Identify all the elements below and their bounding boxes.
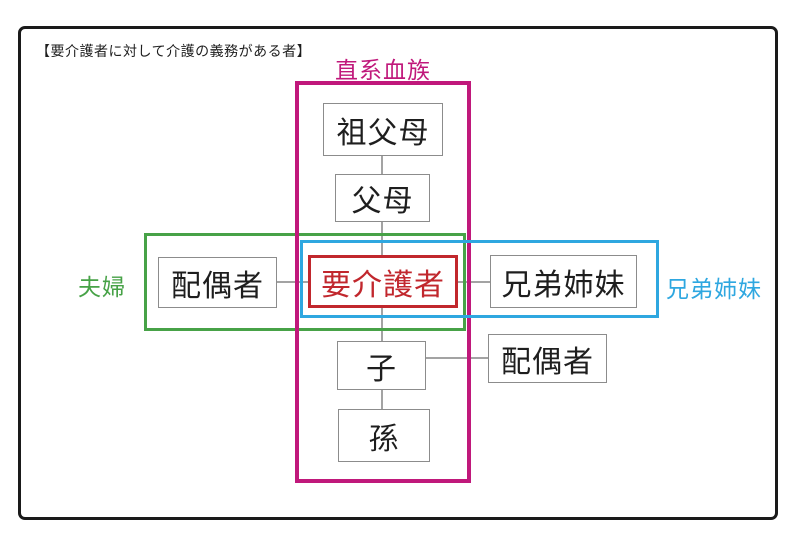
node-child-spouse: 配偶者 <box>488 334 607 383</box>
diagram-title: 【要介護者に対して介護の義務がある者】 <box>36 43 312 59</box>
siblings-group-box <box>300 240 659 318</box>
edge-care-receiver-siblings <box>457 281 491 283</box>
edge-child-grandchild <box>381 389 383 410</box>
node-grandchild: 孫 <box>338 409 430 462</box>
edge-child-child-spouse <box>425 357 489 359</box>
direct-line-group-box <box>295 81 471 483</box>
edge-care-receiver-child <box>381 307 383 342</box>
node-care-receiver: 要介護者 <box>308 255 458 308</box>
siblings-group-label: 兄弟姉妹 <box>666 276 762 302</box>
node-child: 子 <box>337 341 426 390</box>
node-spouse: 配偶者 <box>158 257 277 308</box>
node-grandparents: 祖父母 <box>323 103 443 156</box>
couple-group-box <box>144 233 466 331</box>
direct-line-group-label: 直系血族 <box>335 57 431 83</box>
edge-spouse-care-receiver <box>276 281 309 283</box>
node-parents: 父母 <box>335 174 430 222</box>
edge-parents-care-receiver <box>381 221 383 256</box>
couple-group-label: 夫婦 <box>78 274 126 300</box>
node-siblings: 兄弟姉妹 <box>490 255 637 308</box>
edge-grandparents-parents <box>381 155 383 175</box>
